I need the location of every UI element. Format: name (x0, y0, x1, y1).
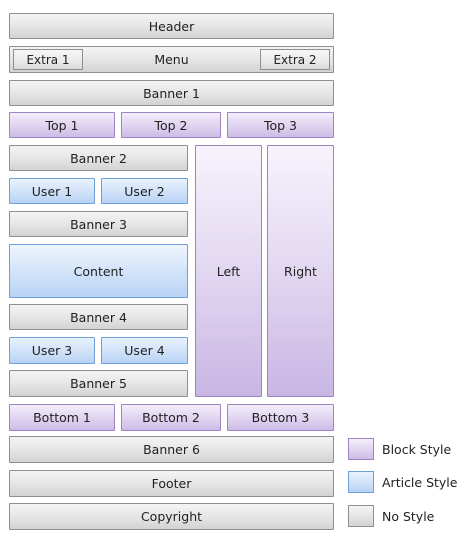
extra-2-block: Extra 2 (260, 49, 330, 70)
extra-1-block: Extra 1 (13, 49, 83, 70)
bottom-1-block: Bottom 1 (9, 404, 115, 431)
legend-label-block-style: Block Style (382, 442, 452, 457)
legend-swatch-article-style (348, 471, 374, 493)
legend-swatch-no-style (348, 505, 374, 527)
footer-block: Footer (9, 470, 334, 497)
user-3-block: User 3 (9, 337, 95, 364)
content-block: Content (9, 244, 188, 298)
banner-1-block: Banner 1 (9, 80, 334, 106)
legend-label-no-style: No Style (382, 509, 435, 524)
header-block: Header (9, 13, 334, 39)
top-2-block: Top 2 (121, 112, 221, 138)
legend-swatch-block-style (348, 438, 374, 460)
banner-2-block: Banner 2 (9, 145, 188, 171)
copyright-block: Copyright (9, 503, 334, 530)
top-1-block: Top 1 (9, 112, 115, 138)
banner-3-block: Banner 3 (9, 211, 188, 237)
banner-6-block: Banner 6 (9, 436, 334, 463)
bottom-2-block: Bottom 2 (121, 404, 221, 431)
bottom-3-block: Bottom 3 (227, 404, 334, 431)
menu-label: Menu (154, 52, 189, 67)
left-column-block: Left (195, 145, 262, 397)
user-1-block: User 1 (9, 178, 95, 204)
top-3-block: Top 3 (227, 112, 334, 138)
user-4-block: User 4 (101, 337, 188, 364)
banner-5-block: Banner 5 (9, 370, 188, 397)
user-2-block: User 2 (101, 178, 188, 204)
banner-4-block: Banner 4 (9, 304, 188, 330)
legend-label-article-style: Article Style (382, 475, 458, 490)
right-column-block: Right (267, 145, 334, 397)
